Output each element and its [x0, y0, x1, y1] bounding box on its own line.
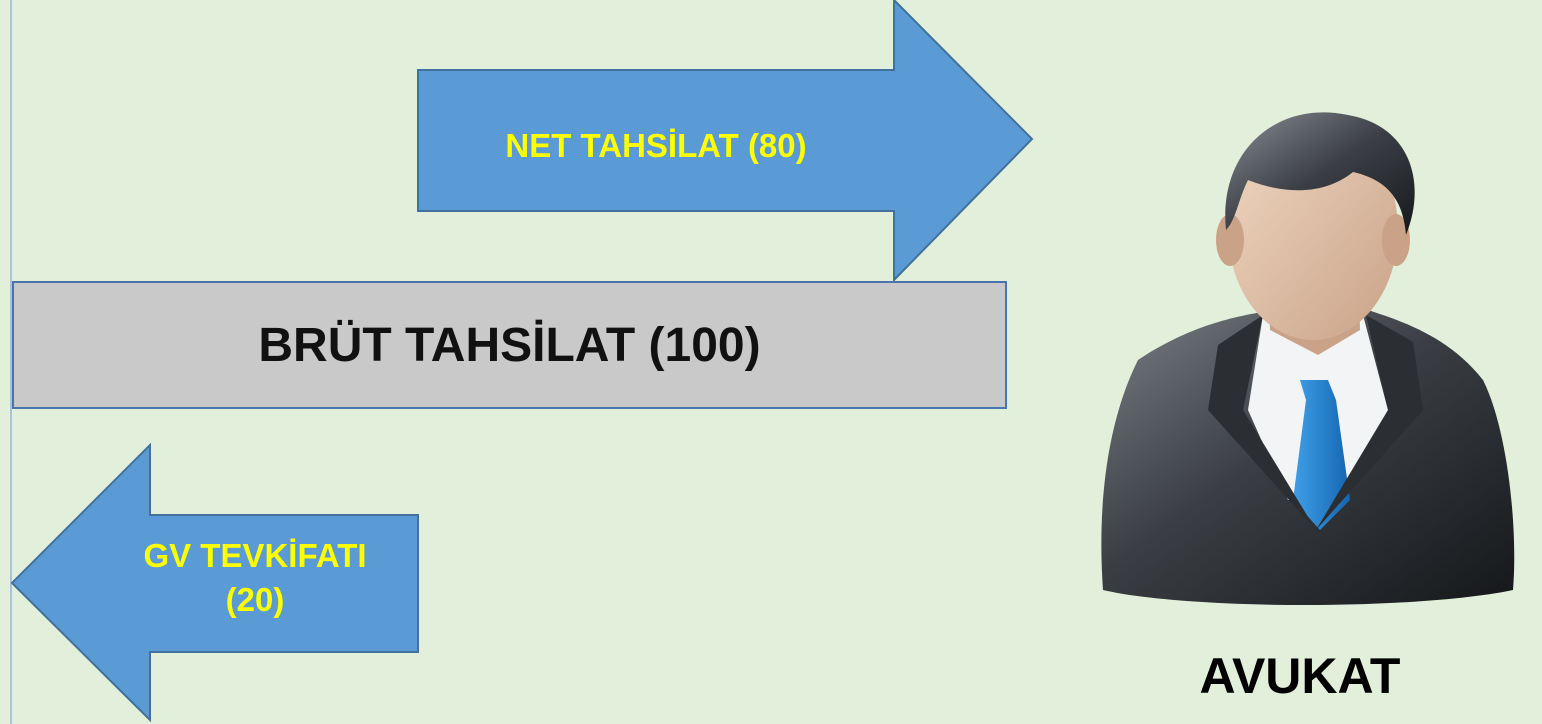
- avatar-ear-right: [1382, 214, 1410, 266]
- avatar-caption: AVUKAT: [1199, 648, 1401, 704]
- businessman-avatar-icon: [1101, 112, 1515, 605]
- withholding-label-line2: (20): [225, 581, 285, 618]
- left-edge-rule: [10, 0, 12, 724]
- withholding-label-line1: GV TEVKİFATI: [143, 537, 367, 574]
- withholding-arrow-shape: [10, 442, 419, 723]
- withholding-label: GV TEVKİFATI (20): [100, 534, 410, 622]
- avatar-tie: [1293, 380, 1350, 530]
- avatar-hair: [1225, 112, 1415, 235]
- gross-collection-box: [12, 281, 1007, 409]
- gross-collection-label: BRÜT TAHSİLAT (100): [258, 319, 761, 372]
- avatar-lapel-left: [1208, 315, 1316, 530]
- net-collection-arrow-shape: [417, 0, 1034, 283]
- net-collection-label: NET TAHSİLAT (80): [505, 127, 807, 164]
- avatar-lapel-right: [1316, 315, 1423, 530]
- avatar-ear-left: [1216, 214, 1244, 266]
